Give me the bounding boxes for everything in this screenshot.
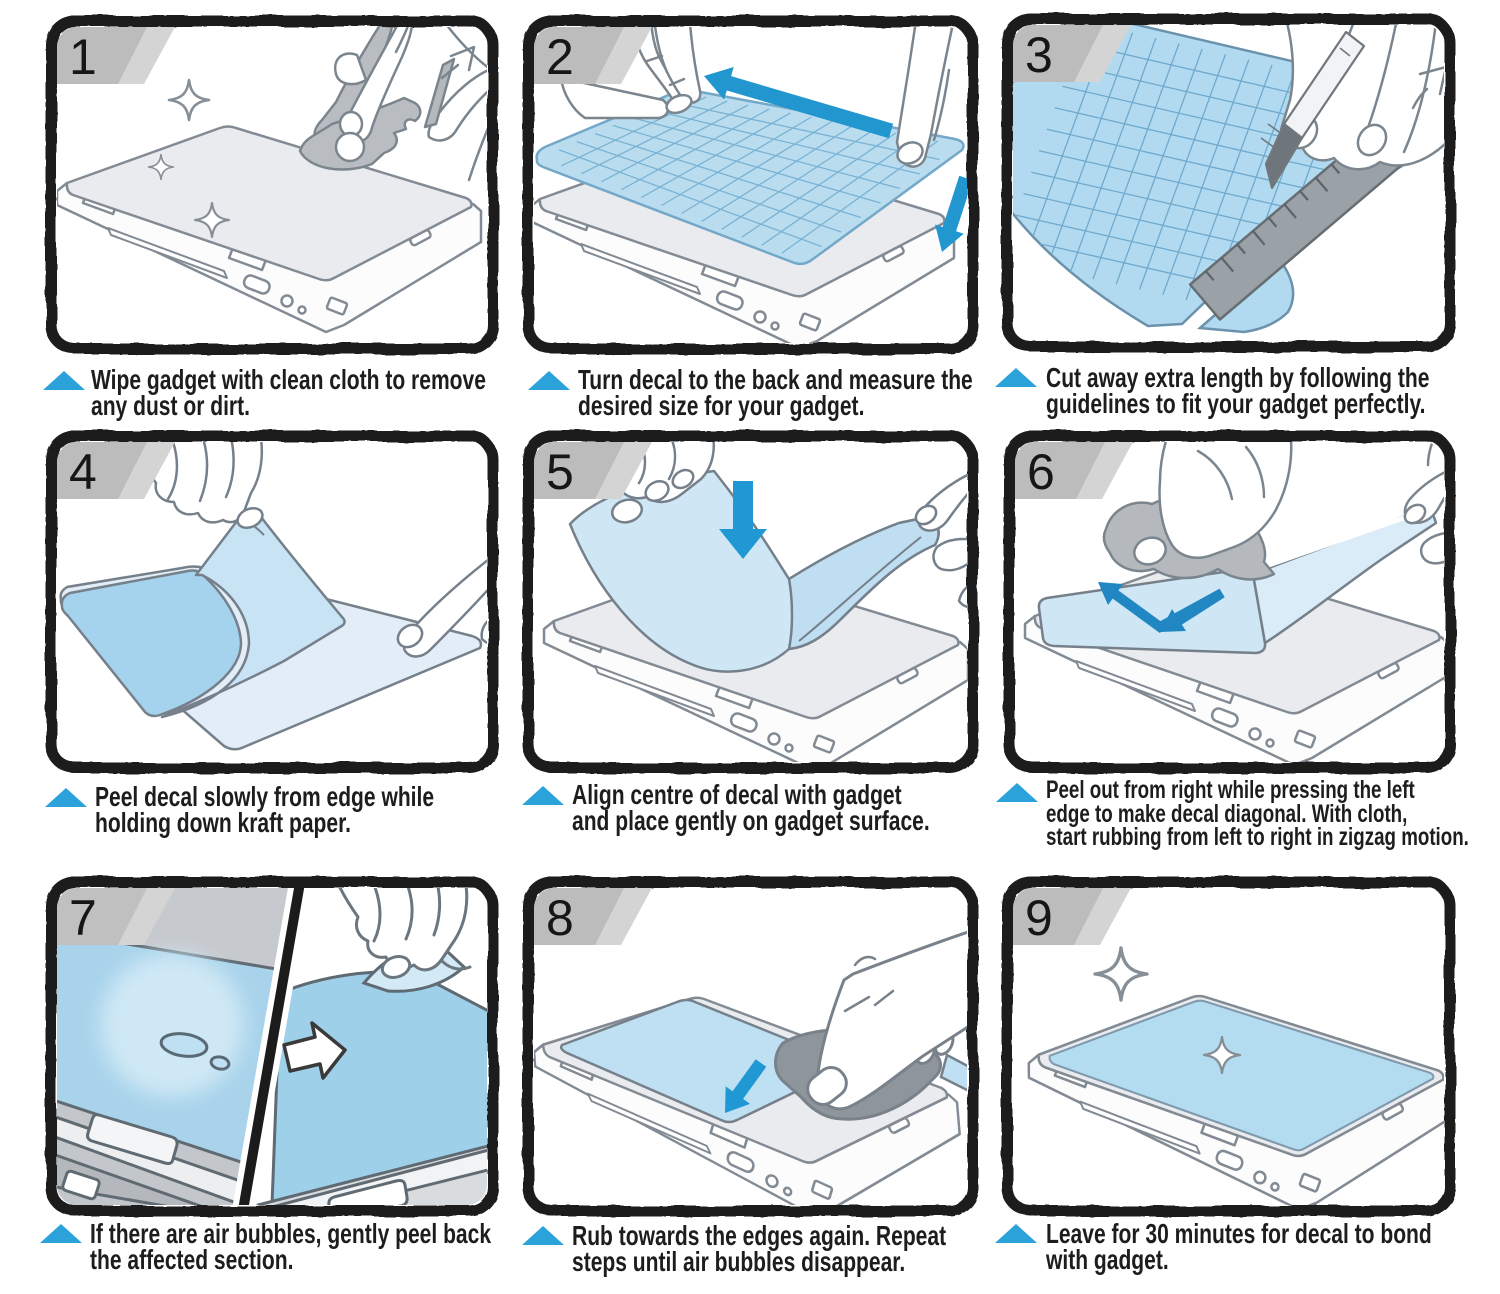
svg-text:6: 6 [1027, 444, 1055, 500]
svg-text:8: 8 [546, 890, 574, 946]
svg-text:1: 1 [69, 29, 97, 85]
svg-text:5: 5 [546, 444, 574, 500]
svg-text:3: 3 [1025, 27, 1053, 83]
svg-text:4: 4 [69, 444, 97, 500]
svg-text:9: 9 [1025, 890, 1053, 946]
svg-text:2: 2 [546, 29, 574, 85]
svg-text:7: 7 [69, 890, 97, 946]
